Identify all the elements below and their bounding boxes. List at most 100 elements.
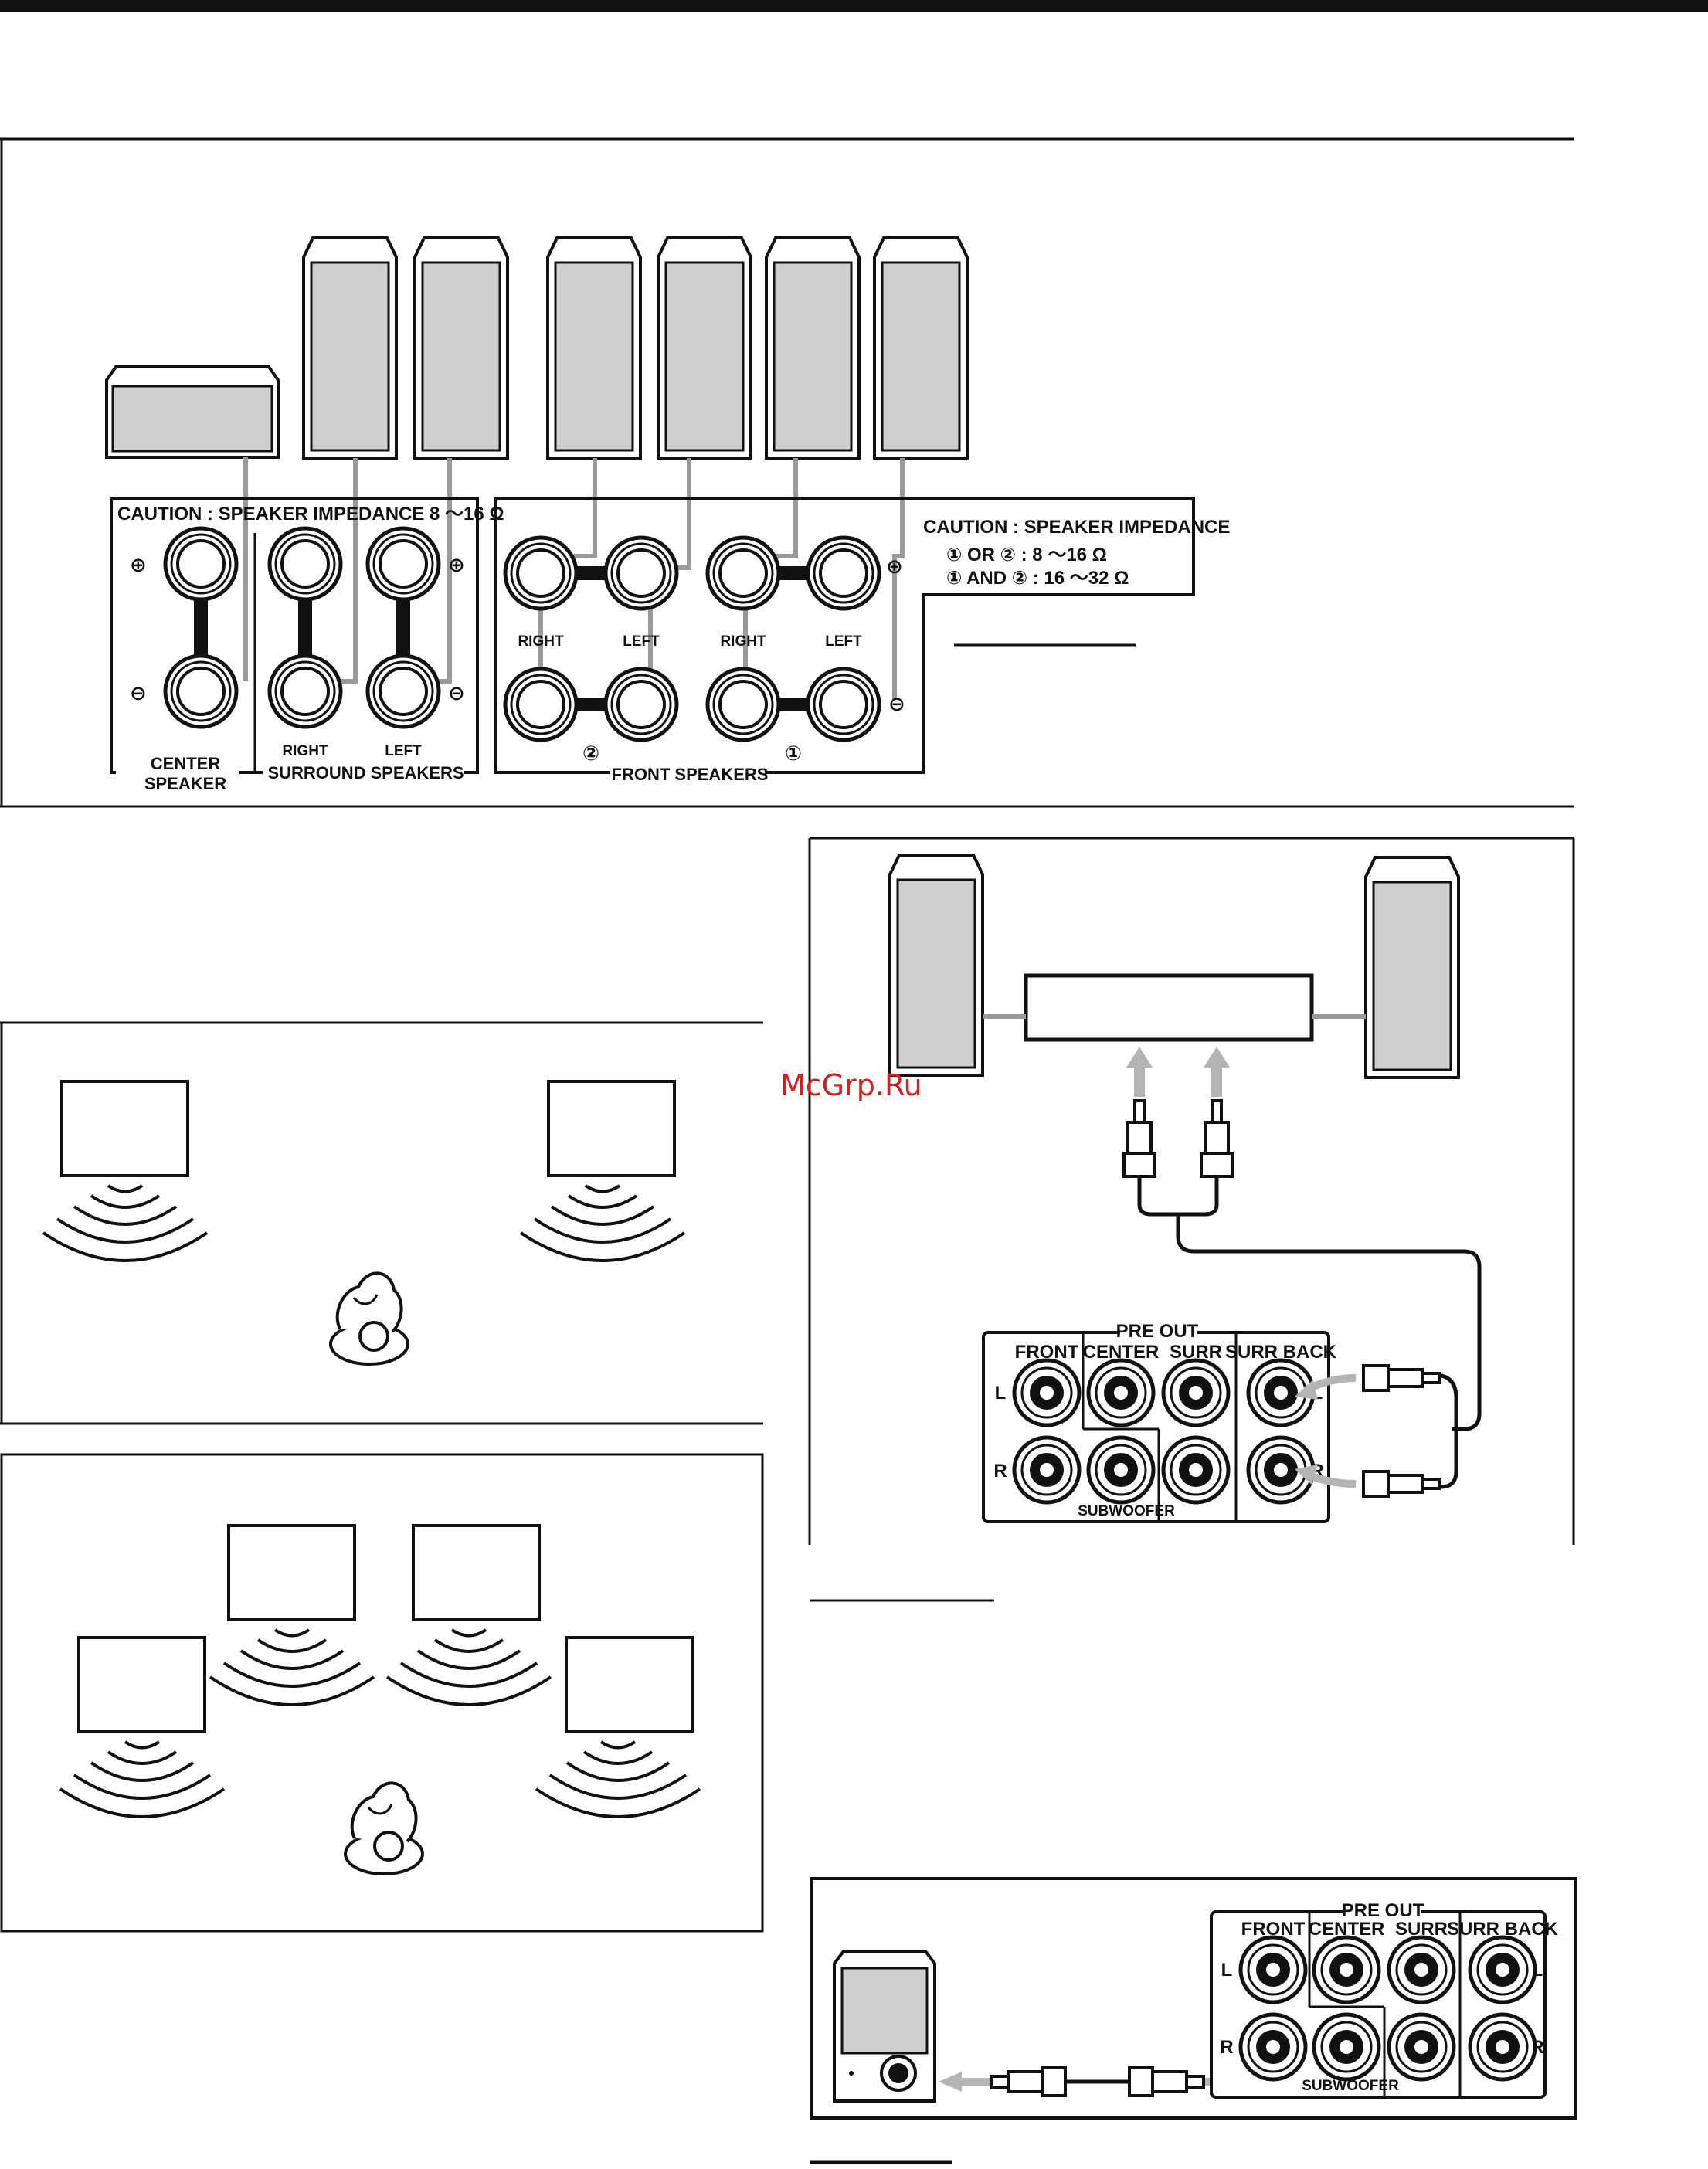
speaker-terminal-figure: CAUTION : SPEAKER IMPEDANCE 8 ～16 Ω ⊕ ⊖ …: [0, 137, 1574, 808]
jack-center-1: [1088, 1360, 1153, 1425]
jack-front-l-1: [1014, 1360, 1079, 1425]
plus-mark-left: ⊕: [130, 553, 147, 576]
surround-right-label: RIGHT: [282, 743, 328, 759]
front-2-left-label: LEFT: [623, 633, 660, 650]
input-arrows: [1126, 1047, 1230, 1097]
surround-left-minus-terminal: [368, 656, 439, 727]
rca-cable: [1137, 1176, 1482, 1431]
side-left-box: [77, 1636, 206, 1733]
subwoofer-cabinet: [833, 1950, 936, 2103]
side-right-box: [565, 1636, 694, 1733]
front-speakers-label: FRONT SPEAKERS: [612, 765, 769, 784]
front-minus-mark: ⊖: [888, 692, 905, 715]
jack-subwoofer-2: [1314, 2015, 1379, 2079]
jack-surr-r-2: [1389, 2015, 1454, 2079]
side-right-waves: [535, 1740, 701, 1818]
watermark-text: McGrp.Ru: [780, 1068, 922, 1102]
front-left-box: [227, 1524, 356, 1621]
caution-right-line2: ① AND ② : 16 ～32 Ω: [946, 568, 1129, 589]
front-right-speaker-2: [546, 236, 642, 460]
center-surround-terminal-block: CAUTION : SPEAKER IMPEDANCE 8 ～16 Ω ⊕ ⊖ …: [110, 497, 504, 793]
plus-mark-right: ⊕: [448, 553, 465, 576]
center-speaker-label-1: CENTER: [151, 754, 221, 773]
preout-subwoofer-2: SUBWOOFER: [1302, 2078, 1399, 2094]
subwoofer-preout-figure: PRE OUT FRONT CENTER SURR SURR BACK L R …: [810, 1877, 1577, 2120]
left-speaker-box: [60, 1080, 189, 1177]
surround-right-speaker: [302, 236, 398, 460]
front-1-left-minus-terminal: [808, 669, 879, 740]
front-2-right-minus-terminal: [505, 669, 576, 740]
minus-mark-left: ⊖: [130, 681, 147, 704]
preout-row-l-1: L: [995, 1383, 1007, 1404]
jack-surr-l-1: [1163, 1360, 1228, 1425]
preout-row-r-2: R: [1220, 2037, 1233, 2058]
rca-plugs-up: [1122, 1099, 1234, 1178]
jack-front-r-2: [1241, 2015, 1306, 2079]
preout-panel-2: PRE OUT FRONT CENTER SURR SURR BACK L R …: [1210, 1900, 1559, 2099]
surround-back-left-speaker: [888, 854, 984, 1077]
front-1-right-minus-terminal: [708, 669, 779, 740]
center-plus-terminal: [165, 528, 236, 599]
front-1-left-label: LEFT: [825, 633, 862, 650]
two-speaker-layout-figure: [0, 1021, 763, 1425]
front-2-left-plus-terminal: [606, 538, 677, 609]
surr-back-plugs: [1362, 1364, 1441, 1498]
surround-right-plus-terminal: [270, 528, 341, 599]
center-speaker-label-2: SPEAKER: [144, 774, 226, 793]
front-left-waves: [209, 1628, 375, 1706]
front-right-waves: [385, 1628, 552, 1706]
front-1-left-plus-terminal: [808, 538, 879, 609]
speakers-word-label: SPEAKERS: [370, 763, 464, 782]
surround-right-minus-terminal: [270, 656, 341, 727]
surround-word-label: SURROUND: [267, 763, 365, 782]
front-left-speaker-2: [657, 236, 752, 460]
front-right-speaker-1: [765, 236, 861, 460]
front-2-right-label: RIGHT: [518, 633, 564, 650]
preout-title-2: PRE OUT: [1342, 1900, 1424, 1921]
preout-panel-1: PRE OUT FRONT CENTER SURR SURR BACK L R …: [982, 1321, 1337, 1523]
right-speaker-box: [547, 1080, 676, 1177]
jack-front-r-1: [1014, 1438, 1079, 1502]
side-left-waves: [59, 1740, 226, 1818]
preout-subwoofer-1: SUBWOOFER: [1078, 1503, 1175, 1519]
front-2-right-plus-terminal: [505, 538, 576, 609]
front-1-right-plus-terminal: [708, 538, 779, 609]
surround-left-speaker: [413, 236, 509, 460]
preout-row-l-2: L: [1221, 1960, 1233, 1981]
surround-back-preout-figure: PRE OUT FRONT CENTER SURR SURR BACK L R …: [808, 837, 1575, 1545]
center-speaker: [105, 365, 280, 459]
jack-surr-l-2: [1389, 1937, 1454, 2002]
front-group-2-label: ②: [582, 742, 599, 765]
front-plus-mark: ⊕: [886, 555, 903, 578]
front-left-speaker-1: [873, 236, 969, 460]
subwoofer-cable-plugs: [990, 2066, 1205, 2097]
listener-figure-2: [344, 1781, 424, 1875]
jack-front-l-2: [1241, 1937, 1306, 2002]
jack-surr-r-1: [1163, 1438, 1228, 1502]
jack-center-2: [1314, 1937, 1379, 2002]
front-1-right-label: RIGHT: [720, 633, 766, 650]
jack-subwoofer-1: [1088, 1438, 1153, 1502]
minus-mark-right: ⊖: [448, 681, 465, 704]
front-terminal-block: CAUTION : SPEAKER IMPEDANCE ① OR ② : 8 ～…: [494, 497, 1230, 788]
front-2-left-minus-terminal: [606, 669, 677, 740]
preout-row-r-1: R: [993, 1461, 1007, 1482]
center-minus-terminal: [165, 656, 236, 727]
four-speaker-layout-figure: [0, 1453, 764, 1933]
caution-right-line1: ① OR ② : 8 ～16 Ω: [946, 545, 1107, 565]
surround-back-right-speaker: [1364, 856, 1460, 1079]
front-right-box: [412, 1524, 541, 1621]
right-sound-waves: [519, 1184, 686, 1262]
left-sound-waves: [42, 1184, 209, 1262]
listener-figure: [329, 1271, 409, 1366]
caution-right-title: CAUTION : SPEAKER IMPEDANCE: [923, 517, 1230, 538]
page-top-rule: [0, 0, 1708, 12]
surround-left-label: LEFT: [385, 743, 422, 759]
preout-title-1: PRE OUT: [1116, 1321, 1199, 1342]
jack-surr-back-r-2: [1470, 2015, 1535, 2079]
jack-surr-back-l-2: [1470, 1937, 1535, 2002]
external-amplifier: [1024, 973, 1314, 1042]
caution-left-label: CAUTION : SPEAKER IMPEDANCE 8 ～16 Ω: [117, 504, 504, 524]
front-group-1-label: ①: [785, 742, 802, 765]
